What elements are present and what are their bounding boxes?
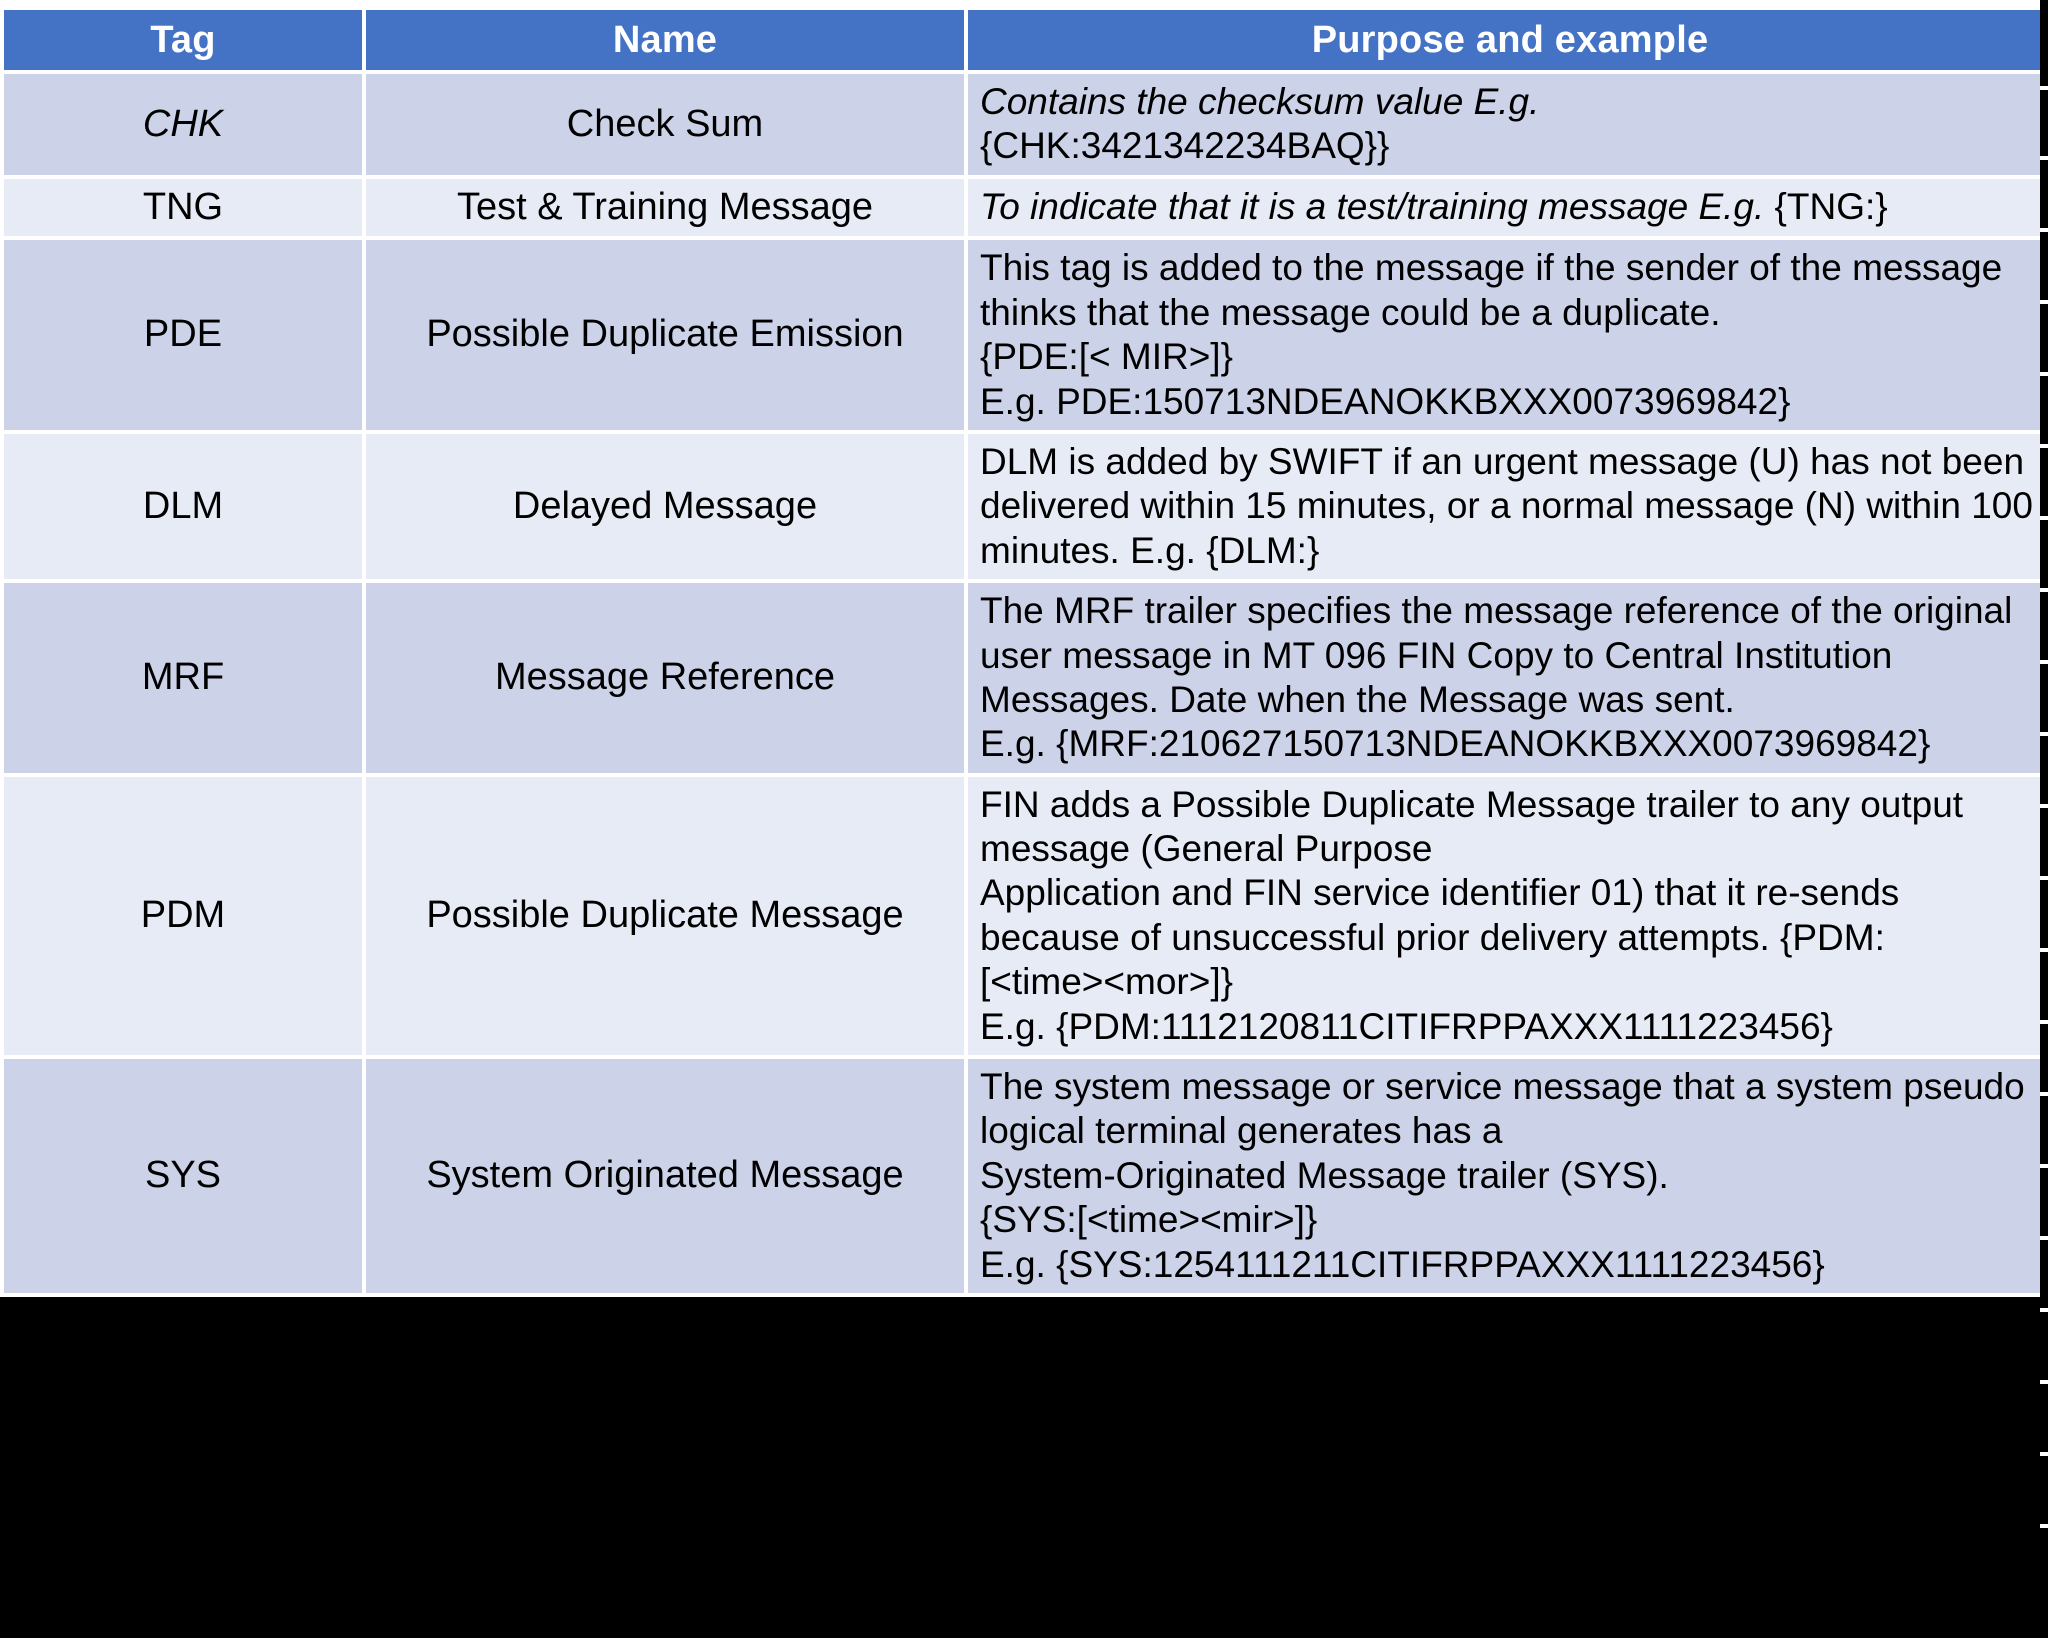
cell-name: Possible Duplicate Emission: [366, 240, 964, 430]
column-header-purpose: Purpose and example: [968, 10, 2048, 70]
table-header-row: Tag Name Purpose and example: [4, 10, 2048, 70]
cell-tag: DLM: [4, 433, 362, 580]
cell-tag: TNG: [4, 178, 362, 237]
cell-name: Message Reference: [366, 583, 964, 773]
purpose-italic-text: To indicate that it is a test/training m…: [980, 186, 1765, 228]
cell-tag: CHK: [4, 74, 362, 175]
purpose-text: The system message or service message th…: [980, 1066, 2025, 1285]
column-header-tag: Tag: [4, 10, 362, 70]
cell-purpose: The system message or service message th…: [968, 1059, 2048, 1293]
purpose-text: The MRF trailer specifies the message re…: [980, 590, 2013, 765]
cell-name: Check Sum: [366, 74, 964, 175]
purpose-text: {CHK:3421342234BAQ}}: [980, 125, 1390, 167]
cell-purpose: To indicate that it is a test/training m…: [968, 178, 2048, 237]
top-divider-rule: [0, 0, 2048, 6]
cell-purpose: Contains the checksum value E.g. {CHK:34…: [968, 74, 2048, 175]
cell-name: Possible Duplicate Message: [366, 776, 964, 1056]
cell-purpose: This tag is added to the message if the …: [968, 240, 2048, 430]
table-header: Tag Name Purpose and example: [4, 10, 2048, 70]
cell-tag: MRF: [4, 583, 362, 773]
cell-purpose: DLM is added by SWIFT if an urgent messa…: [968, 433, 2048, 580]
right-edge-strip: [2040, 0, 2048, 1638]
cell-purpose: The MRF trailer specifies the message re…: [968, 583, 2048, 773]
cell-tag: SYS: [4, 1059, 362, 1293]
cell-tag: PDE: [4, 240, 362, 430]
purpose-text: FIN adds a Possible Duplicate Message tr…: [980, 783, 1964, 1047]
purpose-text: {TNG:}: [1764, 186, 1888, 228]
cell-purpose: FIN adds a Possible Duplicate Message tr…: [968, 776, 2048, 1056]
purpose-italic-text: Contains the checksum value E.g.: [980, 81, 1540, 122]
purpose-text: This tag is added to the message if the …: [980, 247, 2003, 422]
bottom-edge-band: [0, 1614, 2048, 1638]
cell-name: Test & Training Message: [366, 178, 964, 237]
column-header-name: Name: [366, 10, 964, 70]
cell-name: System Originated Message: [366, 1059, 964, 1293]
purpose-text: DLM is added by SWIFT if an urgent messa…: [980, 440, 2033, 571]
cell-name: Delayed Message: [366, 433, 964, 580]
cell-tag: PDM: [4, 776, 362, 1056]
